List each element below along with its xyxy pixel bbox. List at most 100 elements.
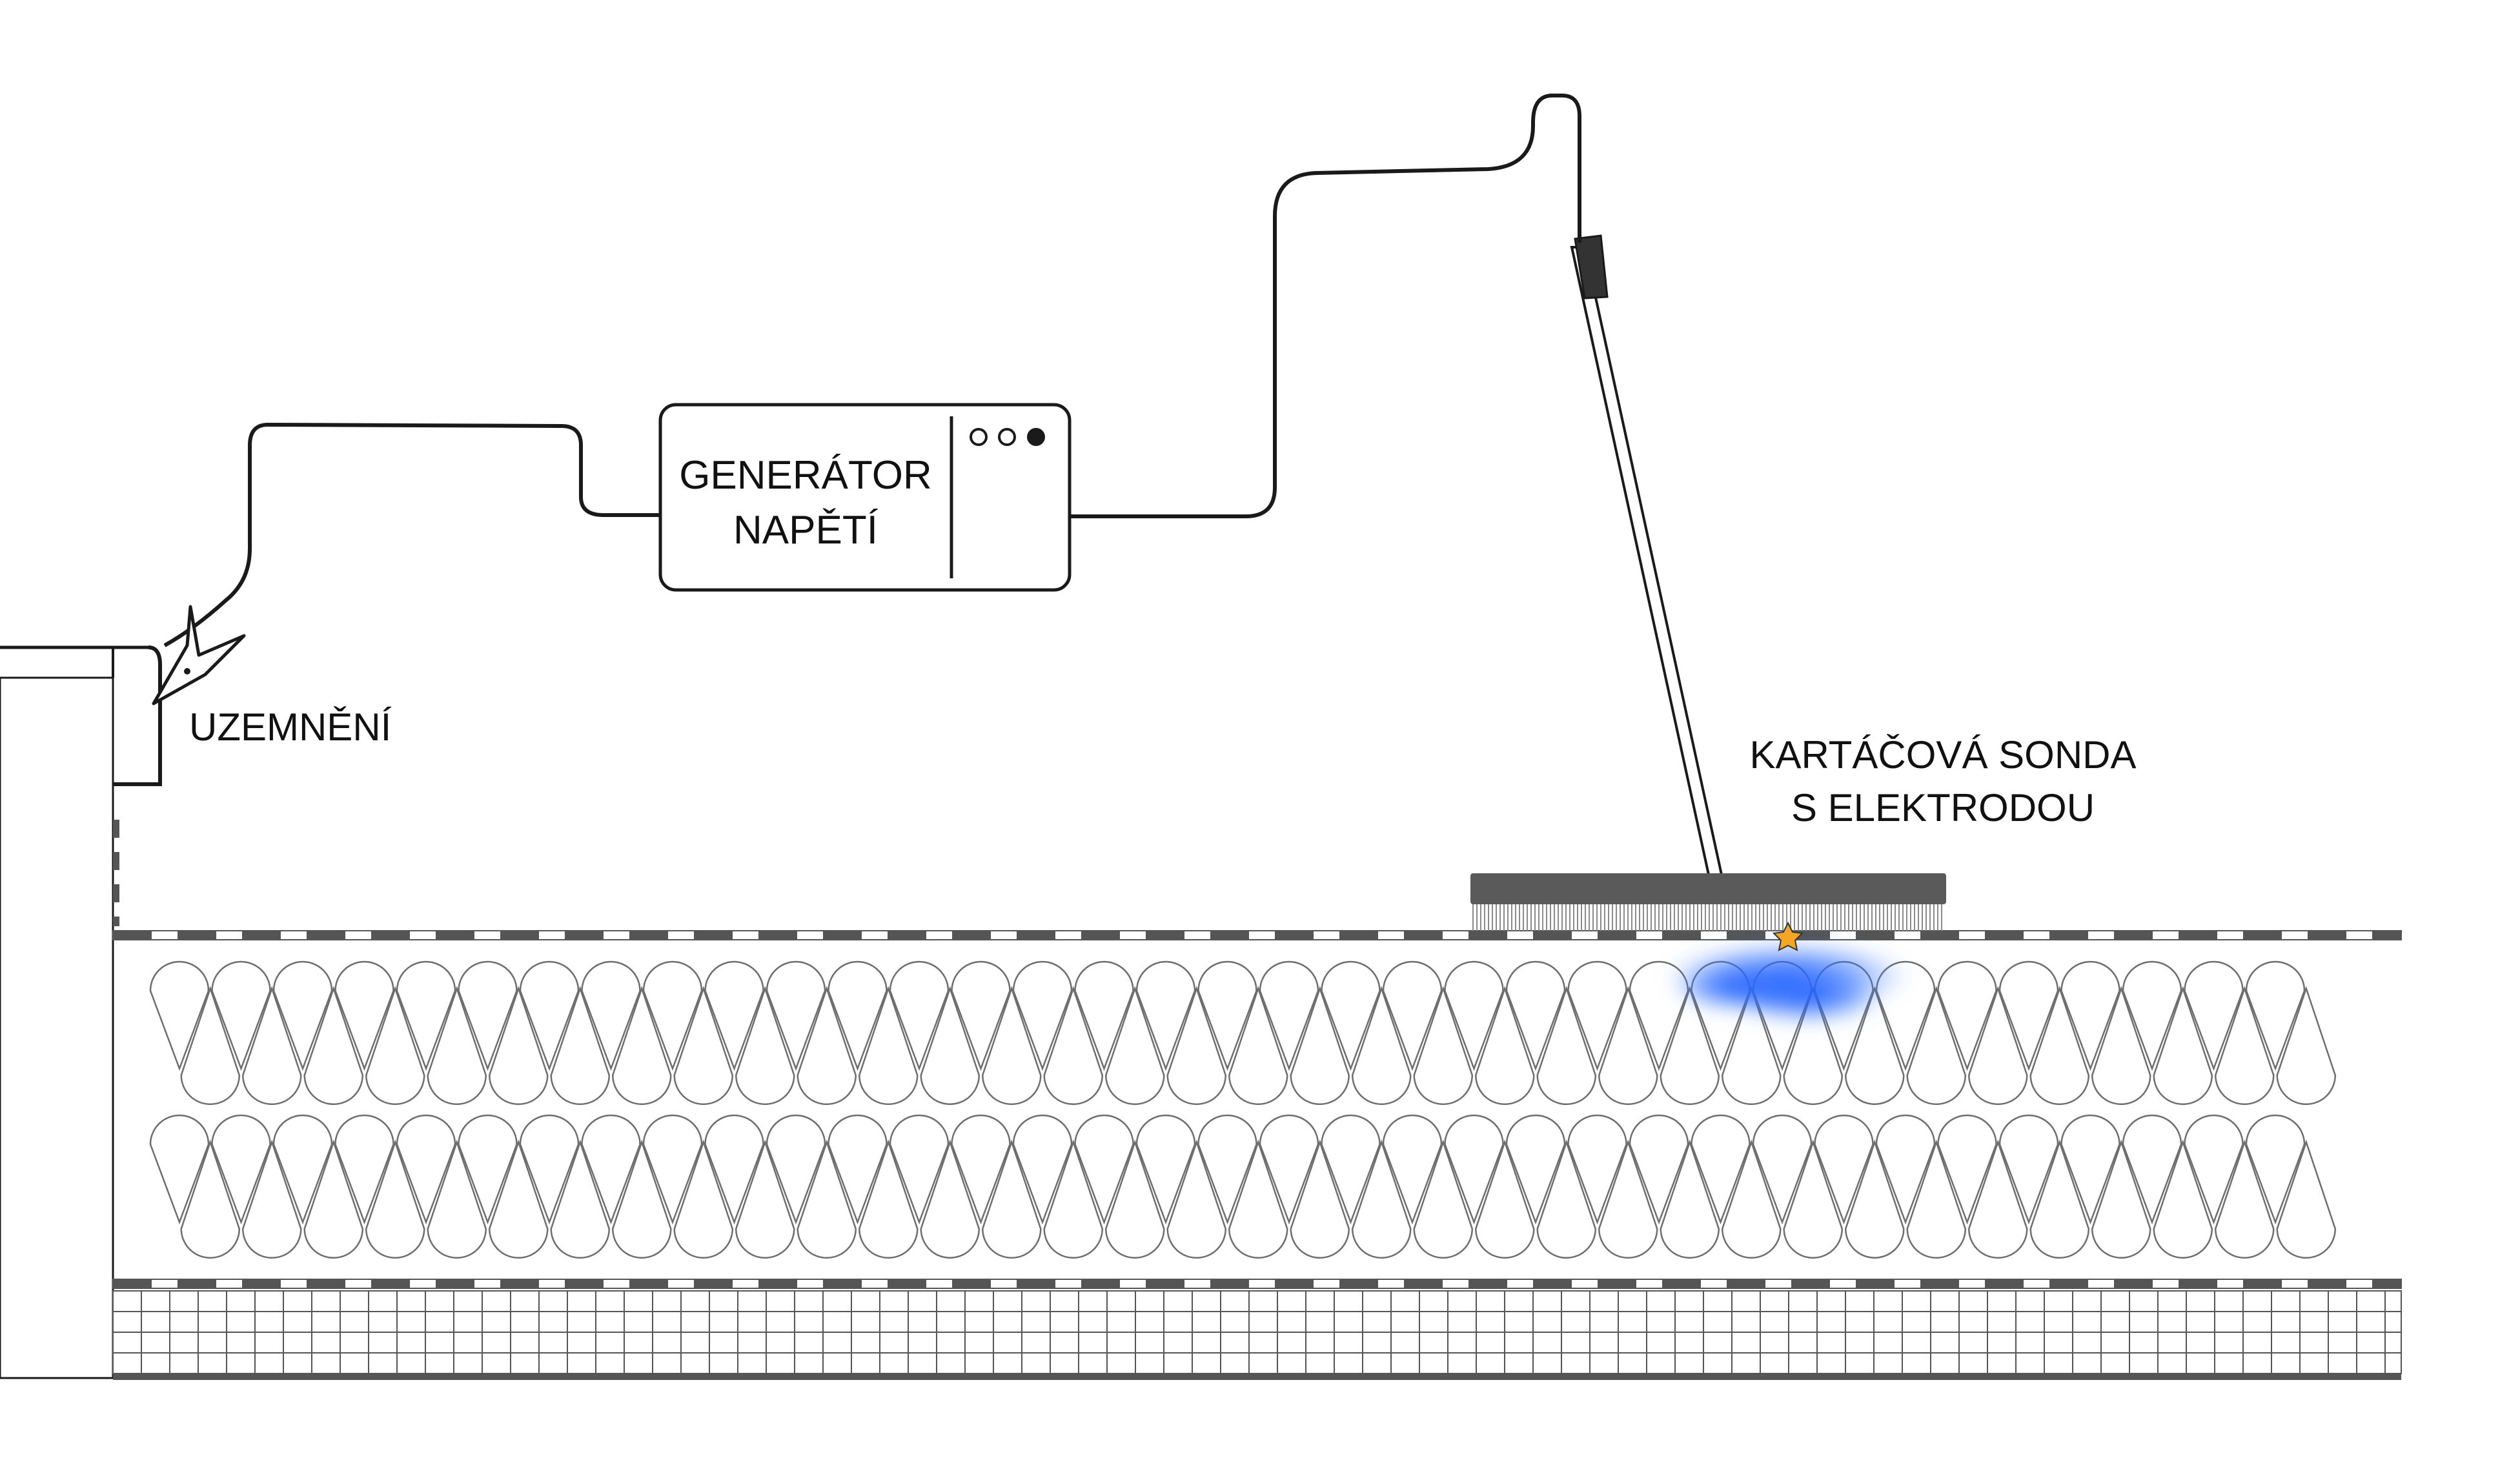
insulation-fibre-lower <box>1166 986 1227 1106</box>
insulation-fibre-lower <box>2091 1139 2151 1259</box>
insulation-fibre-upper <box>828 960 888 1071</box>
voltage-generator: GENERÁTOR NAPĚTÍ <box>658 403 1072 592</box>
deck-base-line <box>113 1374 2401 1380</box>
insulation-fibre-lower <box>550 986 611 1106</box>
insulation-fibre-lower <box>920 1139 981 1259</box>
insulation-fibre-lower <box>550 1139 611 1259</box>
insulation-fibre-lower <box>303 986 364 1106</box>
indicator-2-empty-circle-icon <box>998 428 1016 446</box>
insulation-fibre-upper <box>149 1114 210 1225</box>
ground-label: UZEMNĚNÍ <box>189 705 392 749</box>
insulation-fibre-upper <box>766 1114 826 1225</box>
insulation-fibre-upper <box>951 960 1011 1071</box>
insulation-fibre-upper <box>519 1114 580 1225</box>
insulation-fibre-upper <box>704 1114 764 1225</box>
insulation-fibre-lower <box>981 1139 1042 1259</box>
insulation-fibre-lower <box>241 986 302 1106</box>
generator-label-line1: GENERÁTOR <box>679 453 932 498</box>
insulation-fibre-lower <box>1967 1139 2028 1259</box>
insulation-fibre-lower <box>1844 1139 1905 1259</box>
insulation-fibre-upper <box>2245 960 2306 1071</box>
brush-probe <box>1470 234 1946 931</box>
insulation-fibre-lower <box>365 1139 425 1259</box>
insulation-fibre-upper <box>334 960 394 1071</box>
insulation-fibre-upper <box>1752 1114 1813 1225</box>
insulation-fibre-upper <box>1012 1114 1073 1225</box>
insulation-fibre-upper <box>1505 1114 1566 1225</box>
insulation-fibre-upper <box>889 1114 950 1225</box>
insulation-fibre-upper <box>396 960 456 1071</box>
insulation-fibre-upper <box>334 1114 394 1225</box>
insulation-fibre-lower <box>1228 986 1288 1106</box>
insulation-fibre-lower <box>2029 986 2090 1106</box>
probe-cable <box>1070 94 1581 518</box>
brush-bristles <box>1472 904 1942 931</box>
insulation-fibre-upper <box>2060 960 2120 1071</box>
discharge-glow <box>1665 940 1911 1024</box>
insulation-fibre-lower <box>797 986 857 1106</box>
insulation-fibre-upper <box>1074 1114 1134 1225</box>
insulation-fibre-lower <box>858 986 919 1106</box>
insulation-fibre-upper <box>1321 960 1381 1071</box>
insulation-fibre-upper <box>149 960 210 1071</box>
insulation-fibre-upper <box>1382 960 1443 1071</box>
insulation-fibre-upper <box>1567 960 1627 1071</box>
insulation-fibre-lower <box>1844 986 1905 1106</box>
insulation-fibre-upper <box>704 960 764 1071</box>
insulation-fibre-upper <box>951 1114 1011 1225</box>
insulation-fibre-lower <box>2214 1139 2275 1259</box>
probe-label-line2: S ELEKTRODOU <box>1791 786 2095 829</box>
indicator-3-filled-circle-icon <box>1027 428 1045 446</box>
insulation-fibre-upper <box>1998 960 2059 1071</box>
insulation-fibre-upper <box>1937 960 1997 1071</box>
insulation-fibre-upper <box>1444 1114 1504 1225</box>
insulation-fibre-lower <box>2214 986 2275 1106</box>
insulation-fibre-lower <box>2276 1139 2337 1259</box>
insulation-fibre-upper <box>1629 1114 1689 1225</box>
insulation-fibre-lower <box>1660 1139 1720 1259</box>
insulation-fibre-lower <box>2091 986 2151 1106</box>
insulation-fibre-lower <box>735 1139 795 1259</box>
insulation-fibre-lower <box>1043 986 1104 1106</box>
insulation-fibre-lower <box>1290 986 1350 1106</box>
insulation-fibre-lower <box>1906 986 1967 1106</box>
insulation-fibre-lower <box>1967 986 2028 1106</box>
insulation-fibre-upper <box>1814 1114 1874 1225</box>
insulation-fibre-lower <box>1783 986 1844 1106</box>
insulation-fibre-upper <box>1567 1114 1627 1225</box>
insulation-fibre-lower <box>858 1139 919 1259</box>
insulation-fibre-lower <box>241 1139 302 1259</box>
insulation-fibre-lower <box>611 986 672 1106</box>
insulation-fibre-lower <box>1721 1139 1782 1259</box>
insulation-fibre-lower <box>673 1139 734 1259</box>
insulation-fibre-upper <box>642 960 703 1071</box>
insulation-fibre-upper <box>642 1114 703 1225</box>
insulation-fibre-lower <box>981 986 1042 1106</box>
insulation-fibre-lower <box>427 1139 487 1259</box>
brush-head <box>1470 873 1946 904</box>
insulation-fibre-upper <box>1012 960 1073 1071</box>
insulation-fibre-lower <box>611 1139 672 1259</box>
generator-box <box>658 403 1072 592</box>
insulation-fibre-lower <box>920 986 981 1106</box>
insulation-fibre-lower <box>1166 1139 1227 1259</box>
insulation-fibre-upper <box>1937 1114 1997 1225</box>
insulation-fibre-lower <box>735 986 795 1106</box>
insulation-fibre-upper <box>1197 1114 1257 1225</box>
insulation-fibre-upper <box>1197 960 1257 1071</box>
insulation-fibre-upper <box>458 960 518 1071</box>
insulation-fibre-lower <box>1721 986 1782 1106</box>
insulation-fibre-upper <box>1135 1114 1196 1225</box>
insulation-fibre-lower <box>180 1139 241 1259</box>
insulation-fibre-upper <box>1074 960 1134 1071</box>
insulation-fibre-lower <box>1598 986 1658 1106</box>
insulation-fibre-lower <box>1598 1139 1658 1259</box>
insulation-fibre-lower <box>1351 986 1412 1106</box>
ground-cable <box>163 422 660 647</box>
insulation-fibre-upper <box>581 1114 641 1225</box>
insulation-fibre-upper <box>1259 960 1319 1071</box>
probe-grip <box>1574 234 1609 299</box>
insulation-fibre-upper <box>2184 1114 2244 1225</box>
insulation-fibre-lower <box>1474 1139 1535 1259</box>
